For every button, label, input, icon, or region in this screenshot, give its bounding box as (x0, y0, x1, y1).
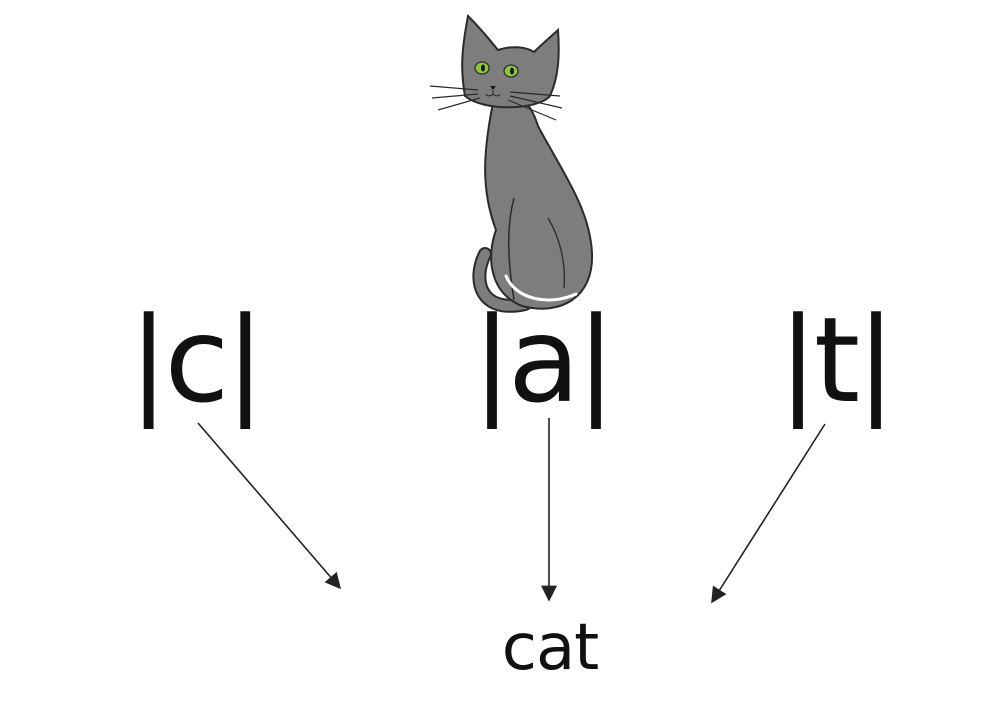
phoneme-t: |t| (778, 291, 896, 429)
phoneme-c: |c| (128, 291, 265, 429)
phoneme-a: |a| (472, 291, 616, 429)
arrow-c-to-word (197, 422, 342, 590)
arrow-t-to-word (711, 423, 826, 604)
result-word: cat (501, 611, 600, 685)
cat-icon (429, 13, 594, 313)
